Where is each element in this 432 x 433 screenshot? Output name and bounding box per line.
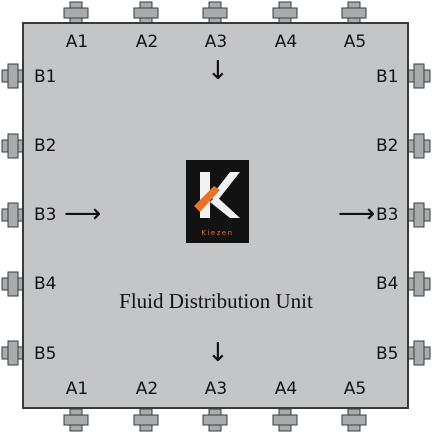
port-label-top-a3: A3 bbox=[204, 32, 228, 52]
fitting-right-3 bbox=[407, 202, 431, 228]
port-label-top-a4: A4 bbox=[274, 32, 298, 52]
port-label-top-a2: A2 bbox=[135, 32, 159, 52]
fitting-top-2 bbox=[133, 1, 159, 25]
fitting-bottom-3 bbox=[202, 408, 228, 432]
unit-title: Fluid Distribution Unit bbox=[119, 289, 313, 313]
fitting-right-4 bbox=[407, 271, 431, 297]
port-label-right-b3: B3 bbox=[376, 205, 399, 225]
fitting-right-2 bbox=[407, 133, 431, 159]
fitting-bottom-4 bbox=[272, 408, 298, 432]
flow-arrow-right-b3: ⟶ bbox=[338, 199, 376, 229]
port-label-left-b5: B5 bbox=[34, 344, 57, 364]
port-label-right-b5: B5 bbox=[376, 344, 399, 364]
port-label-bottom-a1: A1 bbox=[65, 379, 89, 399]
port-label-left-b4: B4 bbox=[34, 274, 57, 294]
port-label-bottom-a3: A3 bbox=[204, 379, 228, 399]
fitting-bottom-5 bbox=[341, 408, 367, 432]
fitting-left-4 bbox=[1, 271, 25, 297]
port-label-left-b1: B1 bbox=[34, 67, 57, 87]
kiezen-logo: Kiezen bbox=[186, 160, 249, 243]
port-label-bottom-a5: A5 bbox=[343, 379, 367, 399]
port-label-top-a1: A1 bbox=[65, 32, 89, 52]
kiezen-k-mark-icon bbox=[194, 172, 240, 218]
fitting-right-5 bbox=[407, 340, 431, 366]
fitting-bottom-1 bbox=[63, 408, 89, 432]
port-label-bottom-a2: A2 bbox=[135, 379, 159, 399]
port-label-right-b4: B4 bbox=[376, 274, 399, 294]
port-label-right-b1: B1 bbox=[376, 67, 399, 87]
port-label-left-b3: B3 bbox=[34, 205, 57, 225]
fitting-top-4 bbox=[272, 1, 298, 25]
flow-arrow-top-a3: ↓ bbox=[207, 56, 229, 86]
flow-arrow-bottom-a3: ↓ bbox=[207, 338, 229, 368]
port-label-top-a5: A5 bbox=[343, 32, 367, 52]
flow-arrow-left-b3: ⟶ bbox=[64, 199, 102, 229]
logo-text: Kiezen bbox=[201, 229, 234, 237]
fitting-right-1 bbox=[407, 63, 431, 89]
fitting-left-3 bbox=[1, 202, 25, 228]
port-label-bottom-a4: A4 bbox=[274, 379, 298, 399]
fitting-top-1 bbox=[63, 1, 89, 25]
fitting-bottom-2 bbox=[133, 408, 159, 432]
fitting-left-2 bbox=[1, 133, 25, 159]
fitting-left-1 bbox=[1, 63, 25, 89]
port-label-right-b2: B2 bbox=[376, 136, 399, 156]
port-label-left-b2: B2 bbox=[34, 136, 57, 156]
